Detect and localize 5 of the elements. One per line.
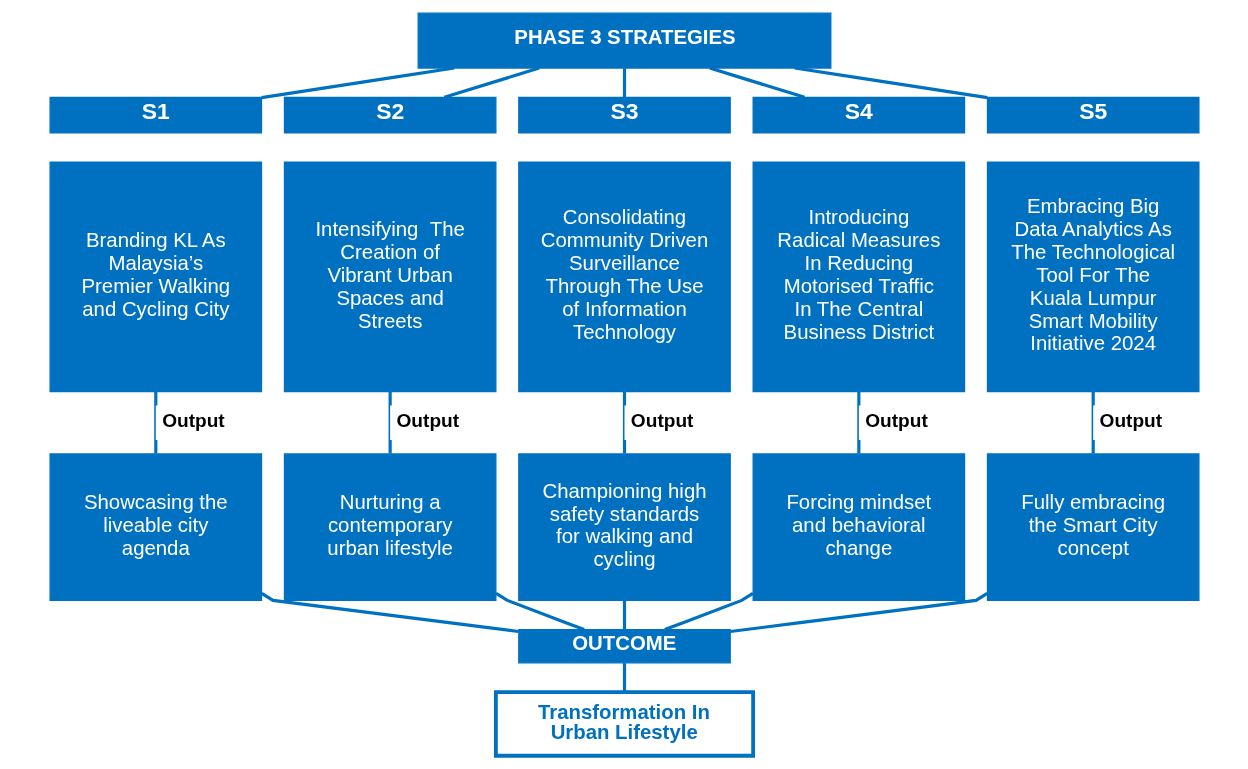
edge-label: Output xyxy=(1099,409,1162,431)
edge-label: Output xyxy=(396,409,459,431)
edge-label: Output xyxy=(864,409,928,431)
edge-label: Output xyxy=(161,409,225,431)
edge-label: Output xyxy=(630,409,693,431)
